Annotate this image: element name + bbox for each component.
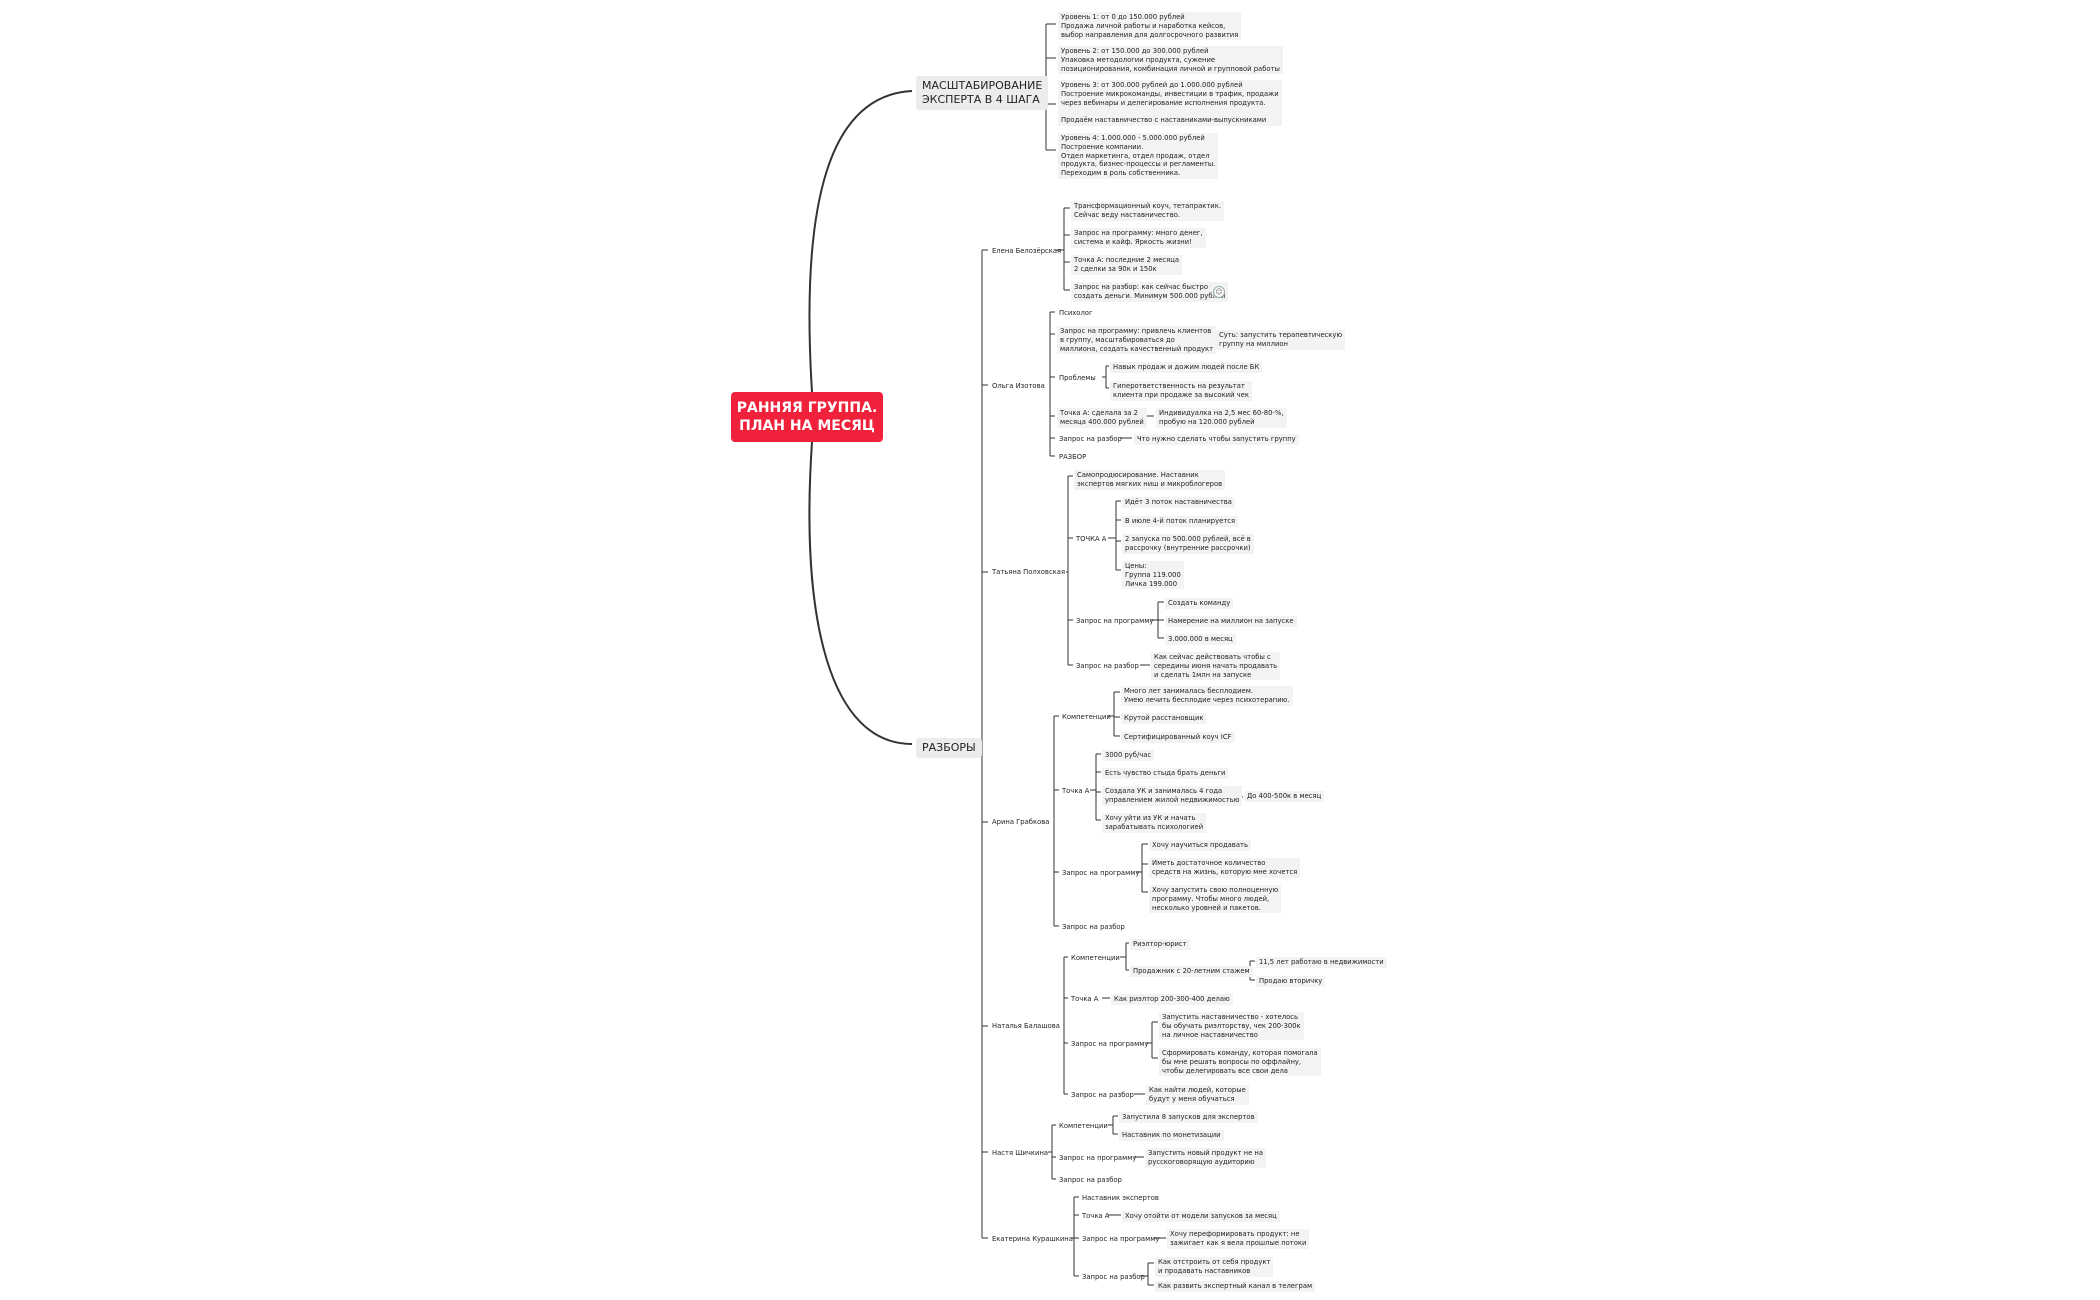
elena-item[interactable]: Трансформационный коуч, тетапрактик. Сей… xyxy=(1071,201,1224,221)
person-arina[interactable]: Арина Грабкова xyxy=(992,818,1050,826)
ekaterina-mentor[interactable]: Наставник экспертов xyxy=(1082,1194,1159,1202)
nastya-comp[interactable]: Компетенции xyxy=(1059,1122,1108,1130)
nastya-review[interactable]: Запрос на разбор xyxy=(1059,1176,1122,1184)
arina-point-a-item[interactable]: Хочу уйти из УК и начать зарабатывать пс… xyxy=(1102,813,1207,833)
olga-request[interactable]: Запрос на программу: привлечь клиентов в… xyxy=(1057,326,1217,355)
nastya-comp-item[interactable]: Наставник по монетизации xyxy=(1119,1130,1224,1141)
arina-comp-item[interactable]: Много лет занималась бесплодием. Умею ле… xyxy=(1121,686,1293,706)
nastya-comp-item[interactable]: Запустила 8 запусков для экспертов xyxy=(1119,1112,1258,1123)
elena-item[interactable]: Запрос на разбор: как сейчас быстро созд… xyxy=(1071,282,1229,302)
elena-item[interactable]: Запрос на программу: много денег, систем… xyxy=(1071,228,1206,248)
nastya-request-sub[interactable]: Запустить новый продукт не на русскогово… xyxy=(1145,1148,1267,1168)
natalia-point-a[interactable]: Точка А xyxy=(1071,995,1099,1003)
person-ekaterina[interactable]: Екатерина Курашкина xyxy=(992,1235,1073,1243)
natalia-comp-item[interactable]: Риэлтор-юрист xyxy=(1130,939,1190,950)
tatiana-review[interactable]: Запрос на разбор xyxy=(1076,662,1139,670)
natalia-request-item[interactable]: Запустить наставничество - хотелось бы о… xyxy=(1159,1012,1304,1041)
olga-request-sub[interactable]: Суть: запустить терапевтическую группу н… xyxy=(1216,330,1346,350)
ekaterina-request-sub[interactable]: Хочу переформировать продукт: не зажигае… xyxy=(1167,1229,1310,1249)
olga-problems[interactable]: Проблемы xyxy=(1059,374,1096,382)
nastya-request[interactable]: Запрос на программу xyxy=(1059,1154,1137,1162)
natalia-request-item[interactable]: Сформировать команду, которая помогала б… xyxy=(1159,1048,1321,1077)
root-topic[interactable]: РАННЯЯ ГРУППА. ПЛАН НА МЕСЯЦ xyxy=(731,392,883,442)
tatiana-request-item[interactable]: 3.000.000 в месяц xyxy=(1165,634,1236,645)
level-4[interactable]: Уровень 4: 1.000.000 - 5.000.000 рублей … xyxy=(1058,133,1219,179)
tatiana-point-a-item[interactable]: 2 запуска по 500.000 рублей, всё в расср… xyxy=(1122,534,1254,554)
olga-review-sub[interactable]: Что нужно сделать чтобы запустить группу xyxy=(1134,434,1299,445)
natalia-comp-detail[interactable]: Продаю вторичку xyxy=(1256,976,1326,987)
ekaterina-request[interactable]: Запрос на программу xyxy=(1082,1235,1160,1243)
arina-request-item[interactable]: Хочу научиться продавать xyxy=(1149,840,1251,851)
arina-request-item[interactable]: Иметь достаточное количество средств на … xyxy=(1149,858,1301,878)
natalia-review-sub[interactable]: Как найти людей, которые будут у меня об… xyxy=(1146,1085,1249,1105)
person-natalia[interactable]: Наталья Балашова xyxy=(992,1022,1060,1030)
person-nastya[interactable]: Настя Шичкина xyxy=(992,1149,1049,1157)
level-3[interactable]: Уровень 3: от 300.000 рублей до 1.000.00… xyxy=(1058,80,1282,126)
arina-request-item[interactable]: Хочу запустить свою полноценную программ… xyxy=(1149,885,1282,914)
ekaterina-review-item[interactable]: Как отстроить от себя продукт и продават… xyxy=(1155,1257,1274,1277)
natalia-request[interactable]: Запрос на программу xyxy=(1071,1040,1149,1048)
root-to-scaling-line xyxy=(808,90,913,393)
arina-point-a-item[interactable]: Создала УК и занималась 4 года управлени… xyxy=(1102,786,1243,806)
tatiana-self[interactable]: Самопродюсирование. Наставник экспертов … xyxy=(1074,470,1226,490)
natalia-comp-detail[interactable]: 11,5 лет работаю в недвижимости xyxy=(1256,957,1387,968)
olga-point-a[interactable]: Точка А: сделала за 2 месяца 400.000 руб… xyxy=(1057,408,1147,428)
arina-comp-item[interactable]: Сертифицированный коуч ICF xyxy=(1121,732,1235,743)
level-1[interactable]: Уровень 1: от 0 до 150.000 рублей Продаж… xyxy=(1058,12,1242,41)
tatiana-point-a-item[interactable]: Цены: Группа 119.000 Личка 199.000 xyxy=(1122,561,1184,590)
arina-request[interactable]: Запрос на программу xyxy=(1062,869,1140,877)
root-to-reviews-line xyxy=(808,441,913,745)
olga-problem[interactable]: Гиперответственность на результат клиент… xyxy=(1110,381,1252,401)
natalia-comp[interactable]: Компетенции xyxy=(1071,954,1120,962)
tatiana-request[interactable]: Запрос на программу xyxy=(1076,617,1154,625)
branch-scaling[interactable]: МАСШТАБИРОВАНИЕ ЭКСПЕРТА В 4 ШАГА xyxy=(916,76,1049,110)
arina-point-a[interactable]: Точка А xyxy=(1062,787,1090,795)
natalia-comp-item[interactable]: Продажник с 20-летним стажем xyxy=(1130,966,1253,977)
arina-point-a-item[interactable]: 3000 руб/час xyxy=(1102,750,1155,761)
tatiana-request-item[interactable]: Создать команду xyxy=(1165,598,1234,609)
ekaterina-review[interactable]: Запрос на разбор xyxy=(1082,1273,1145,1281)
elena-item[interactable]: Точка А: последние 2 месяца 2 сделки за … xyxy=(1071,255,1183,275)
ekaterina-review-item[interactable]: Как развить экспертный канал в телеграм xyxy=(1155,1281,1316,1292)
tatiana-point-a[interactable]: ТОЧКА А xyxy=(1076,535,1107,543)
ekaterina-point-a[interactable]: Точка А xyxy=(1082,1212,1110,1220)
arina-point-a-item[interactable]: Есть чувство стыда брать деньги xyxy=(1102,768,1229,779)
person-olga[interactable]: Ольга Изотова xyxy=(992,382,1045,390)
arina-comp[interactable]: Компетенции xyxy=(1062,713,1111,721)
person-elena[interactable]: Елена Белозёрская xyxy=(992,247,1062,255)
tatiana-point-a-item[interactable]: Идёт 3 поток наставничества xyxy=(1122,497,1235,508)
natalia-review[interactable]: Запрос на разбор xyxy=(1071,1091,1134,1099)
natalia-point-a-sub[interactable]: Как риэлтор 200-300-400 делаю xyxy=(1111,994,1233,1005)
ekaterina-point-a-sub[interactable]: Хочу отойти от модели запусков за месяц xyxy=(1122,1211,1280,1222)
branch-reviews[interactable]: РАЗБОРЫ xyxy=(916,738,982,758)
olga-review[interactable]: Запрос на разбор xyxy=(1059,435,1122,443)
arina-review[interactable]: Запрос на разбор xyxy=(1062,923,1125,931)
arina-comp-item[interactable]: Крутой расстановщик xyxy=(1121,713,1207,724)
person-tatiana[interactable]: Татьяна Полховская xyxy=(992,568,1066,576)
level-2[interactable]: Уровень 2: от 150.000 до 300.000 рублей … xyxy=(1058,46,1283,75)
olga-razbor[interactable]: РАЗБОР xyxy=(1059,453,1087,461)
olga-psych[interactable]: Психолог xyxy=(1059,309,1093,317)
tatiana-review-sub[interactable]: Как сейчас действовать чтобы с середины … xyxy=(1151,652,1281,681)
smile-icon: ☺ xyxy=(1213,286,1225,298)
tatiana-point-a-item[interactable]: В июле 4-й поток планируется xyxy=(1122,516,1239,527)
arina-point-a-extra[interactable]: До 400-500к в месяц xyxy=(1244,791,1325,802)
olga-point-a-sub[interactable]: Индивидуалка на 2,5 мес 60-80-%, пробую … xyxy=(1156,408,1287,428)
olga-problem[interactable]: Навык продаж и дожим людей после БК xyxy=(1110,362,1263,373)
tatiana-request-item[interactable]: Намерение на миллион на запуске xyxy=(1165,616,1297,627)
